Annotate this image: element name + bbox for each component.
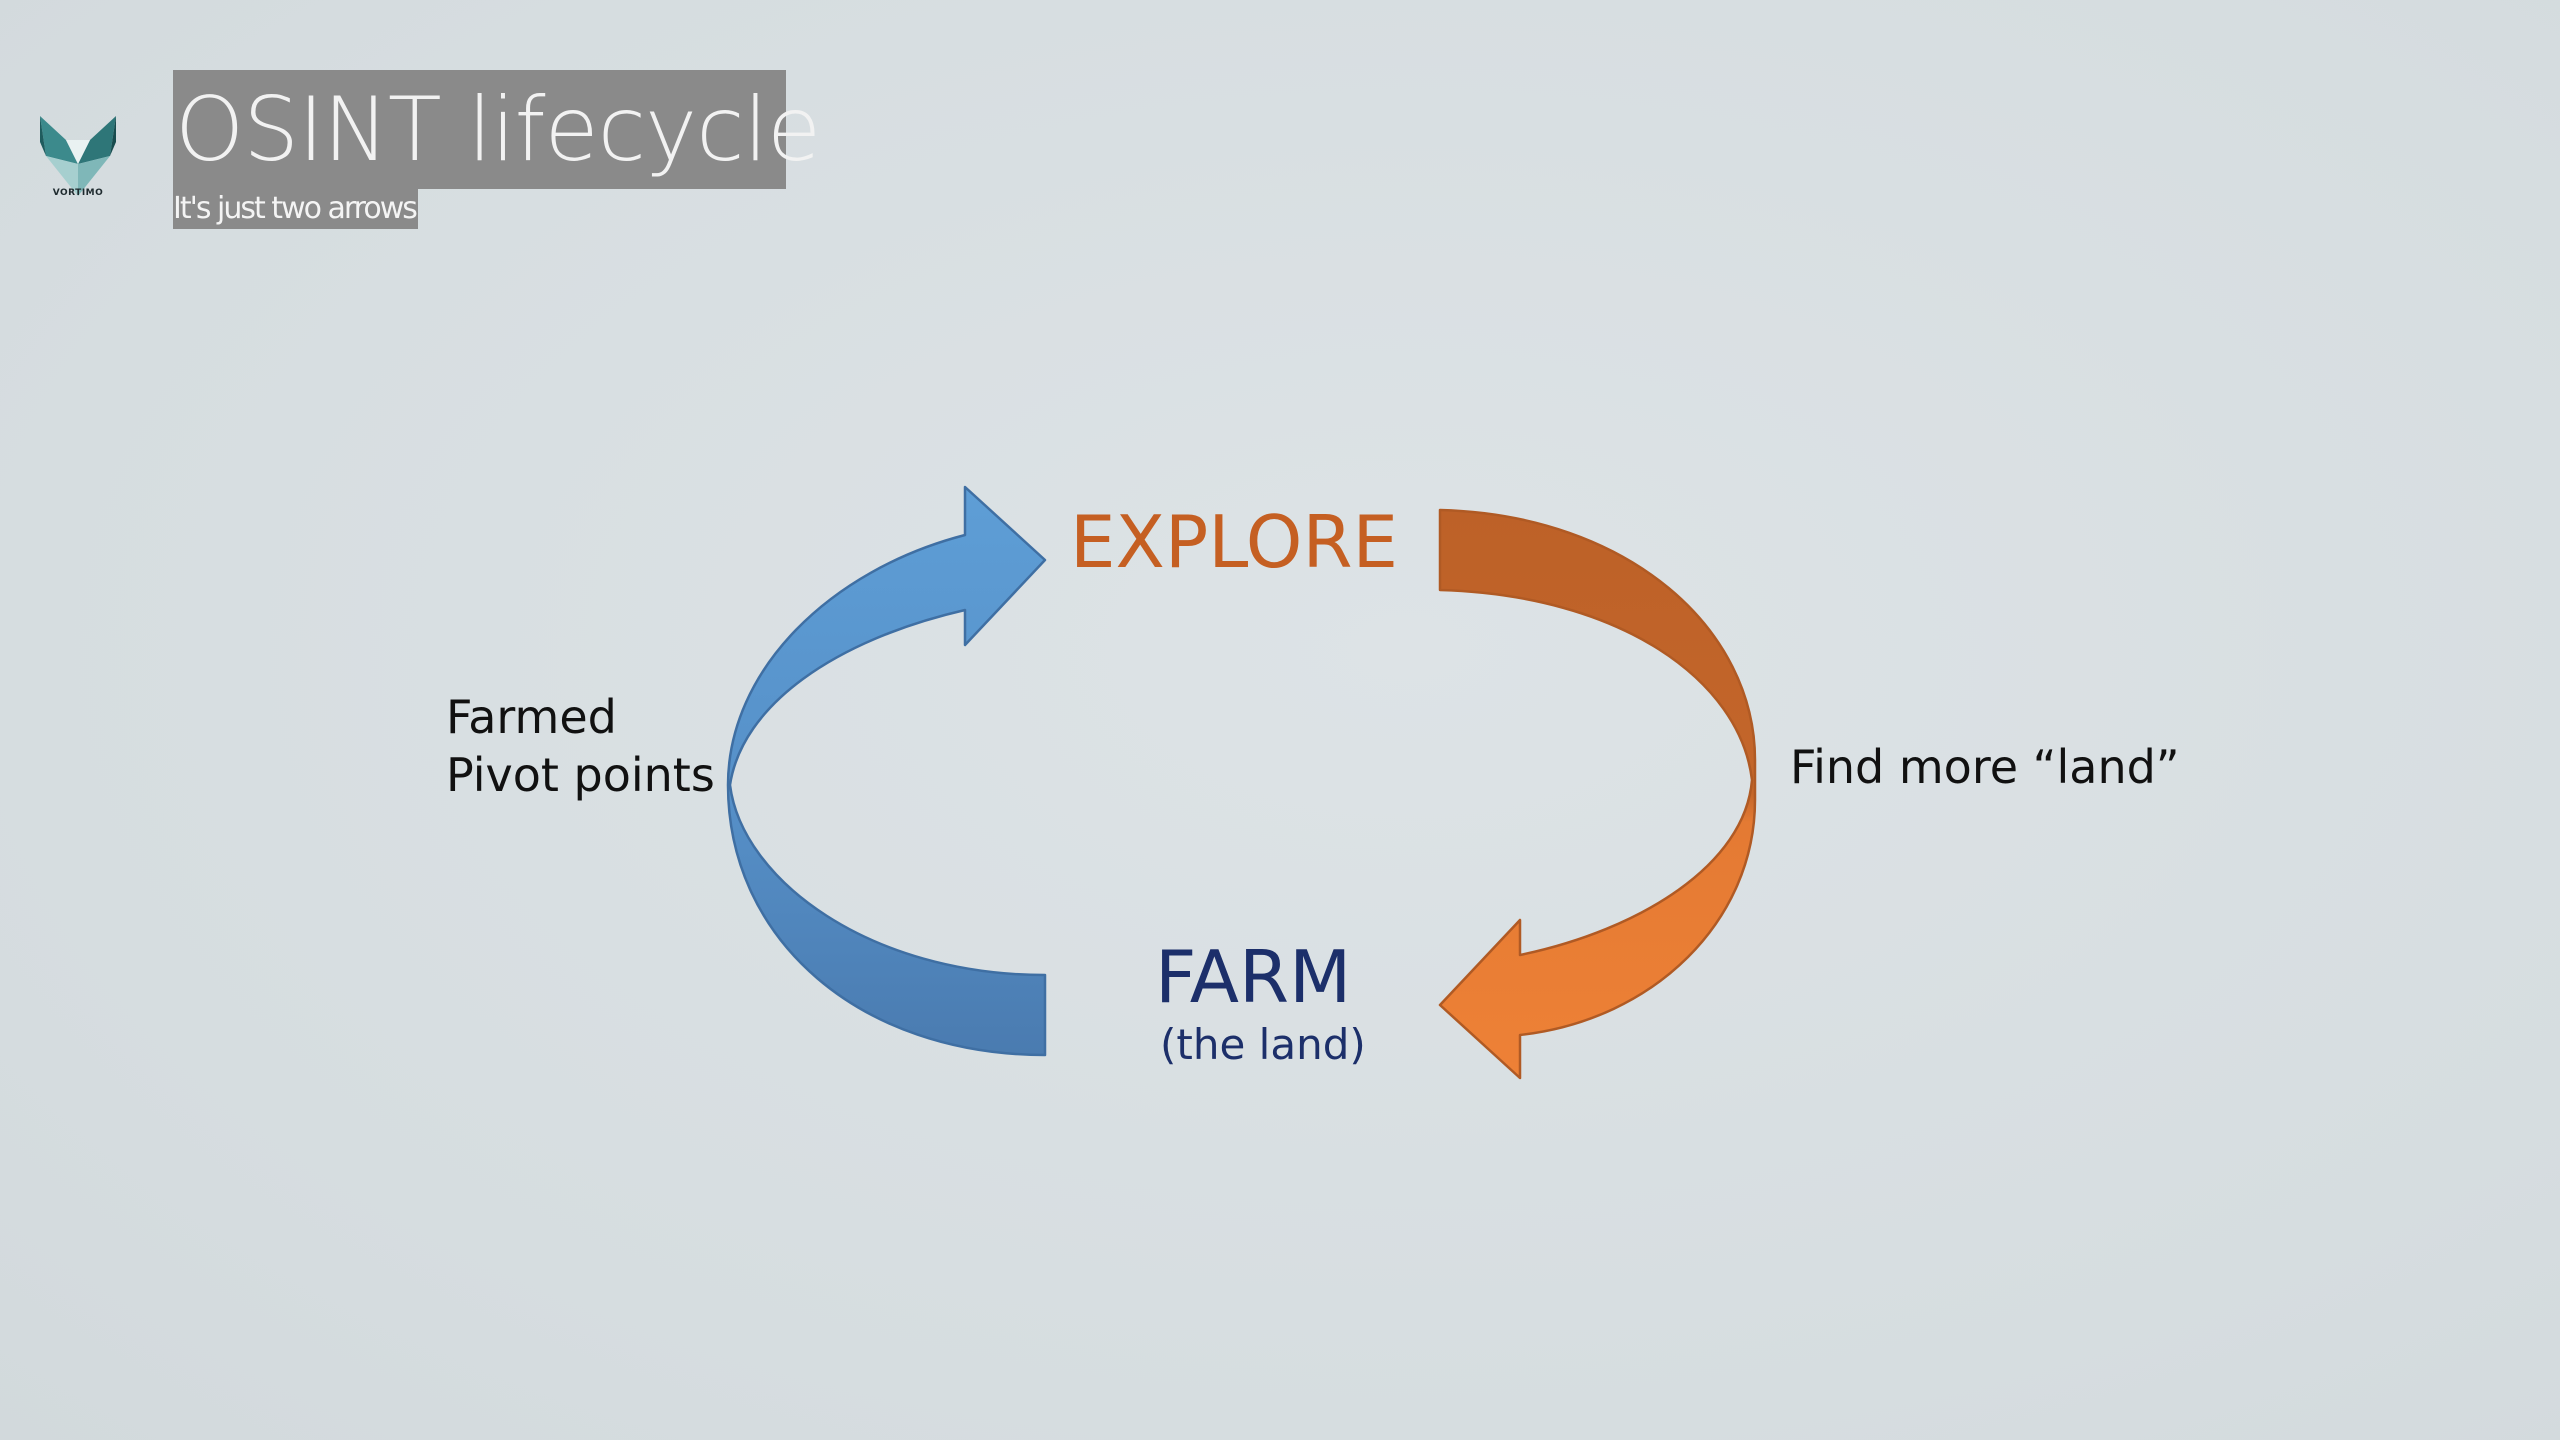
farm-label: FARM xyxy=(1155,935,1352,1019)
slide-title: OSINT lifecycle xyxy=(175,78,821,181)
blue-curved-arrow-icon xyxy=(726,485,1047,1057)
logo-text: VORTIMO xyxy=(52,188,104,198)
find-more-land-label: Find more “land” xyxy=(1790,740,2180,794)
farm-sublabel: (the land) xyxy=(1160,1020,1366,1069)
left-label-line2: Pivot points xyxy=(446,748,715,802)
left-label-line1: Farmed xyxy=(446,690,617,744)
slide-subtitle: It's just two arrows xyxy=(173,191,418,226)
vortimo-logo-icon xyxy=(40,116,116,196)
title-background xyxy=(173,70,786,189)
subtitle-background xyxy=(173,189,418,229)
explore-label: EXPLORE xyxy=(1070,500,1398,584)
farmed-pivot-points-label: Farmed Pivot points xyxy=(446,688,715,804)
orange-curved-arrow-icon xyxy=(1438,508,1757,1080)
